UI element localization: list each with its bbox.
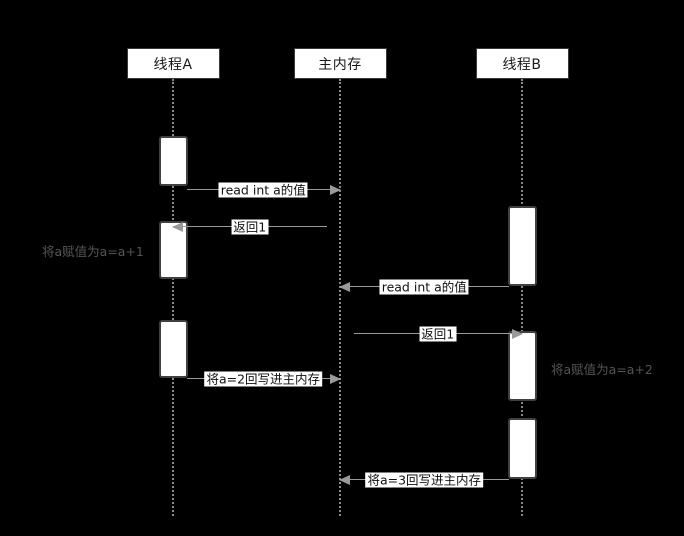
lifeline-header-main-memory[interactable]: 主内存 bbox=[293, 48, 387, 79]
message-label: read int a的值 bbox=[218, 182, 308, 198]
message-arrow-msg-4: 返回1 bbox=[353, 326, 523, 342]
message-arrow-msg-6: 将a=3回写进主内存 bbox=[339, 472, 509, 488]
activation-bar-act-b-2 bbox=[507, 331, 537, 401]
activation-bar-act-b-1 bbox=[507, 206, 537, 286]
activation-bar-act-a-3 bbox=[158, 320, 188, 378]
activation-bar-act-b-3 bbox=[507, 418, 537, 479]
lifeline-header-thread-b[interactable]: 线程B bbox=[475, 48, 569, 79]
message-label: 返回1 bbox=[419, 326, 457, 342]
message-label: 将a=2回写进主内存 bbox=[204, 371, 323, 387]
message-label: 返回1 bbox=[231, 219, 269, 235]
arrowhead-right-icon bbox=[330, 185, 341, 195]
arrowhead-right-icon bbox=[512, 329, 523, 339]
lifeline-header-label: 主内存 bbox=[318, 56, 362, 73]
message-arrow-msg-3: read int a的值 bbox=[339, 279, 509, 295]
note-note-a: 将a赋值为a=a+1 bbox=[42, 244, 144, 259]
message-label: 将a=3回写进主内存 bbox=[365, 472, 484, 488]
lifeline-main-memory bbox=[339, 79, 341, 516]
note-note-b: 将a赋值为a=a+2 bbox=[551, 362, 653, 377]
lifeline-thread-a bbox=[172, 79, 174, 516]
message-label: read int a的值 bbox=[379, 279, 469, 295]
message-arrow-msg-5: 将a=2回写进主内存 bbox=[186, 371, 341, 387]
message-arrow-msg-1: read int a的值 bbox=[186, 182, 341, 198]
arrowhead-left-icon bbox=[172, 222, 183, 232]
message-arrow-msg-2: 返回1 bbox=[172, 219, 327, 235]
lifeline-header-label: 线程A bbox=[153, 56, 193, 73]
lifeline-thread-b bbox=[521, 79, 523, 516]
arrowhead-right-icon bbox=[330, 374, 341, 384]
arrowhead-left-icon bbox=[339, 282, 350, 292]
lifeline-header-label: 线程B bbox=[502, 56, 542, 73]
lifeline-header-thread-a[interactable]: 线程A bbox=[126, 48, 220, 79]
arrowhead-left-icon bbox=[339, 475, 350, 485]
activation-bar-act-a-1 bbox=[158, 136, 188, 186]
